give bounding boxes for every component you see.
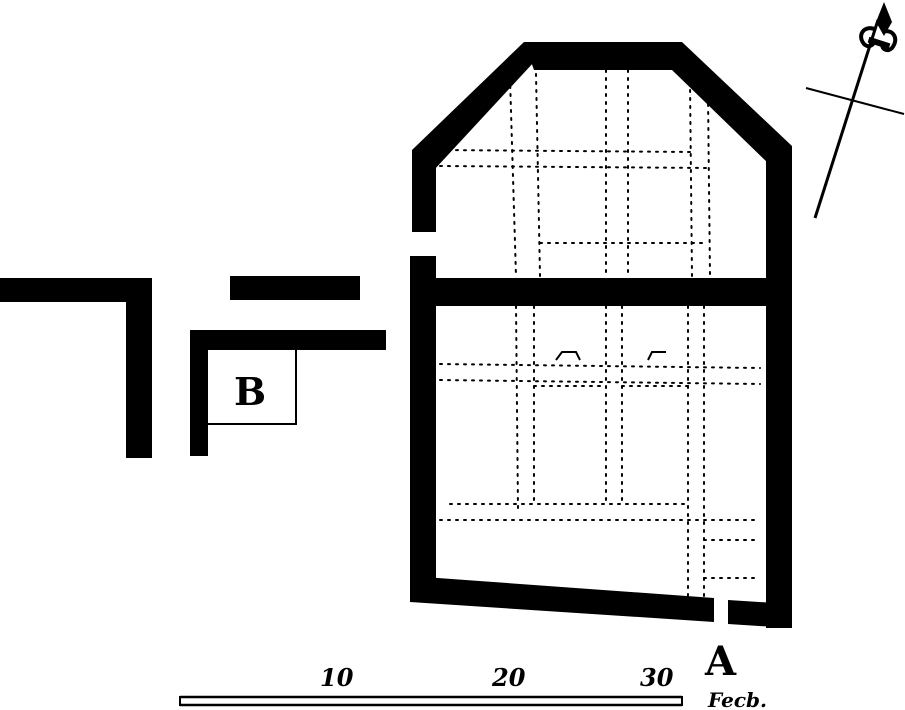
room-label: B bbox=[234, 369, 266, 414]
wall-west-lower bbox=[410, 256, 436, 602]
wall-cross-partition bbox=[410, 278, 792, 306]
scale-unit: Fecb. bbox=[707, 688, 767, 710]
stair-trace bbox=[555, 351, 581, 361]
scale-bar: 10 20 30 Fecb. bbox=[179, 663, 767, 710]
room-b-outline bbox=[208, 348, 297, 425]
fleur-de-lis-north-arrow-icon bbox=[805, 2, 905, 219]
scale-tick-20: 20 bbox=[491, 663, 526, 692]
room-b-north-wall bbox=[190, 330, 386, 350]
room-b-west-wall bbox=[190, 330, 208, 456]
wall-west-upper bbox=[412, 150, 436, 232]
western-walls bbox=[0, 276, 386, 458]
wall-east bbox=[766, 146, 792, 628]
wall-south-west bbox=[410, 576, 714, 622]
wall-north bbox=[524, 42, 682, 70]
main-building-walls bbox=[410, 42, 792, 628]
wall-south-east bbox=[728, 600, 792, 628]
step-trace bbox=[647, 351, 666, 361]
wall-north-west-diagonal bbox=[412, 42, 534, 170]
scale-tick-10: 10 bbox=[320, 663, 354, 692]
entrance-label: A bbox=[704, 638, 737, 685]
scale-tick-30: 30 bbox=[640, 663, 674, 692]
foundation-traces bbox=[439, 69, 761, 597]
wall-north-east-diagonal bbox=[672, 42, 792, 165]
wall-fragment-top bbox=[230, 276, 360, 300]
west-wall-vertical bbox=[126, 278, 152, 458]
